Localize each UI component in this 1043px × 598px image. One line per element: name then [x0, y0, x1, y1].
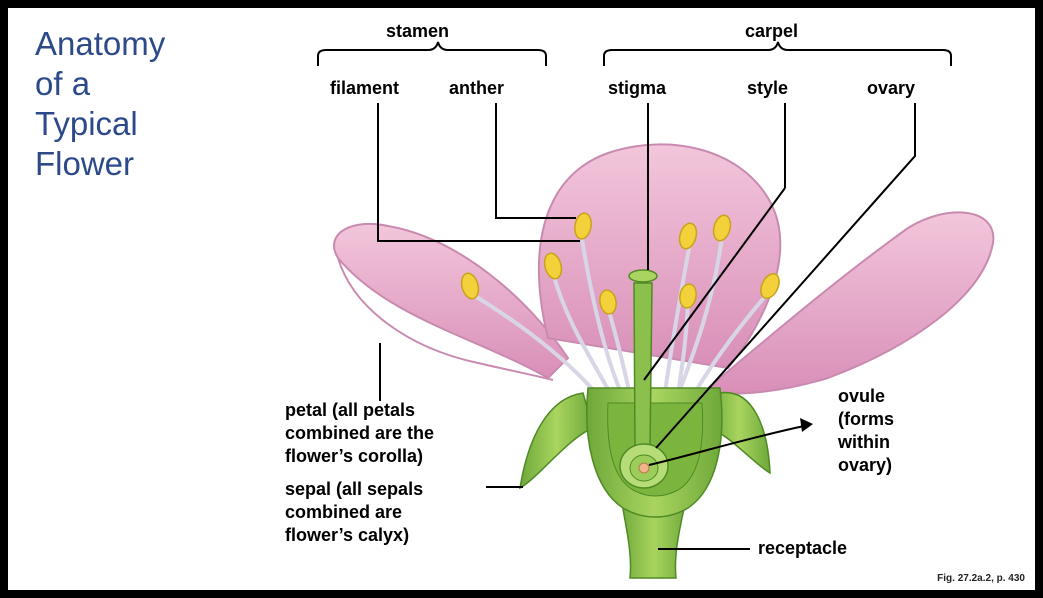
ovule-label-line-3: within — [838, 431, 894, 454]
center-petal — [539, 144, 780, 368]
ovary-label: ovary — [867, 78, 915, 99]
title-line-4: Flower — [35, 144, 165, 184]
ovule-label-line-2: (forms — [838, 408, 894, 431]
title-line-3: Typical — [35, 104, 165, 144]
sepal-label-line-3: flower’s calyx) — [285, 524, 423, 547]
carpel-bracket — [604, 42, 951, 66]
ovule-label-line-4: ovary) — [838, 454, 894, 477]
title-line-2: of a — [35, 64, 165, 104]
sepal-label-line-1: sepal (all sepals — [285, 478, 423, 501]
petal-label-line-3: flower’s corolla) — [285, 445, 434, 468]
stamen-bracket — [318, 42, 546, 66]
sepal-label: sepal (all sepals combined are flower’s … — [285, 478, 423, 547]
sepal-label-line-2: combined are — [285, 501, 423, 524]
carpel-label: carpel — [745, 21, 798, 42]
anther-label: anther — [449, 78, 504, 99]
petal-label-line-1: petal (all petals — [285, 399, 434, 422]
style-label: style — [747, 78, 788, 99]
page-title: Anatomy of a Typical Flower — [35, 24, 165, 184]
ovule-label-line-1: ovule — [838, 385, 894, 408]
stigma-label: stigma — [608, 78, 666, 99]
style-shape — [634, 283, 652, 448]
diagram-frame: Anatomy of a Typical Flower stamen carpe… — [8, 8, 1035, 590]
title-line-1: Anatomy — [35, 24, 165, 64]
filament-label: filament — [330, 78, 399, 99]
ovule-shape — [639, 463, 649, 473]
petal-label-line-2: combined are the — [285, 422, 434, 445]
petal-label: petal (all petals combined are the flowe… — [285, 399, 434, 468]
ovule-label: ovule (forms within ovary) — [838, 385, 894, 477]
stigma-shape — [629, 270, 657, 282]
stamen-label: stamen — [386, 21, 449, 42]
figure-credit: Fig. 27.2a.2, p. 430 — [937, 573, 1025, 584]
receptacle-label: receptacle — [758, 538, 847, 559]
ovule-arrowhead — [800, 418, 813, 432]
left-sepal — [520, 393, 593, 488]
